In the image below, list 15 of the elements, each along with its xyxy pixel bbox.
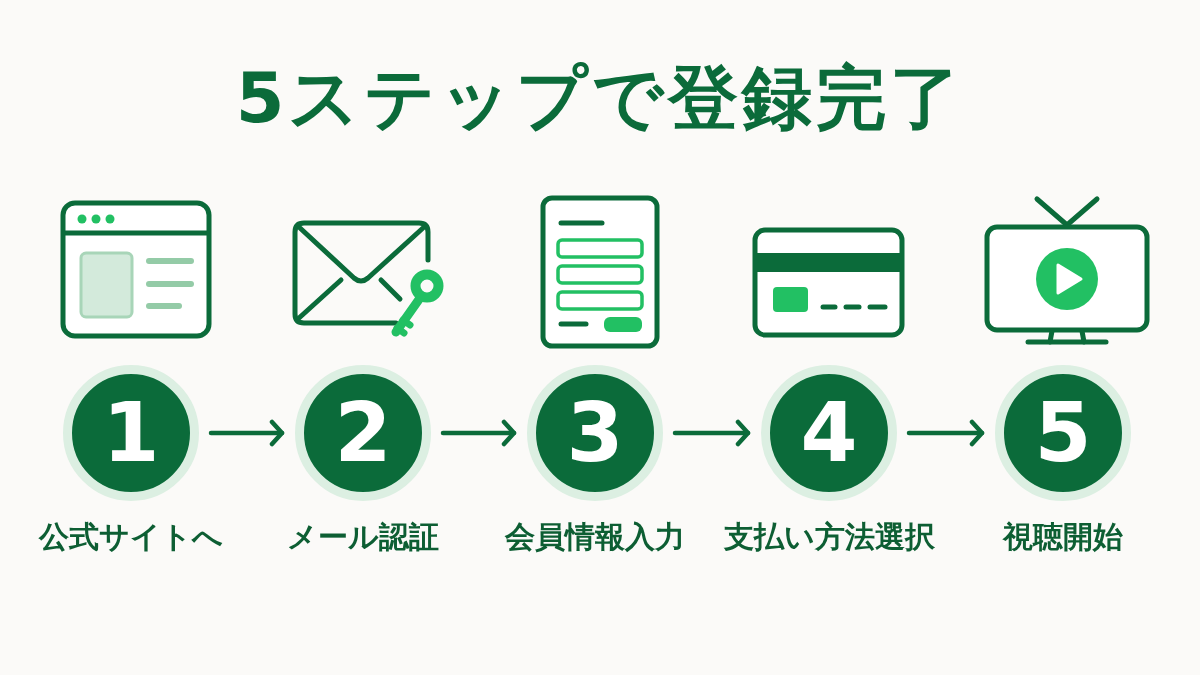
step-label: 公式サイトへ bbox=[39, 519, 223, 555]
arrow bbox=[906, 419, 985, 447]
step-label: 視聴開始 bbox=[1003, 519, 1123, 555]
number-circle: 4 bbox=[761, 365, 897, 501]
arrow bbox=[672, 419, 751, 447]
number-circle: 5 bbox=[995, 365, 1131, 501]
number-circle: 1 bbox=[63, 365, 199, 501]
step-label: 会員情報入力 bbox=[505, 519, 685, 555]
step-label: メール認証 bbox=[287, 519, 439, 555]
number-circle: 2 bbox=[295, 365, 431, 501]
title: 5ステップで登録完了 bbox=[235, 58, 965, 139]
step-label: 支払い方法選択 bbox=[723, 519, 935, 555]
arrow bbox=[208, 419, 285, 447]
number-circle: 3 bbox=[527, 365, 663, 501]
arrow bbox=[440, 419, 517, 447]
